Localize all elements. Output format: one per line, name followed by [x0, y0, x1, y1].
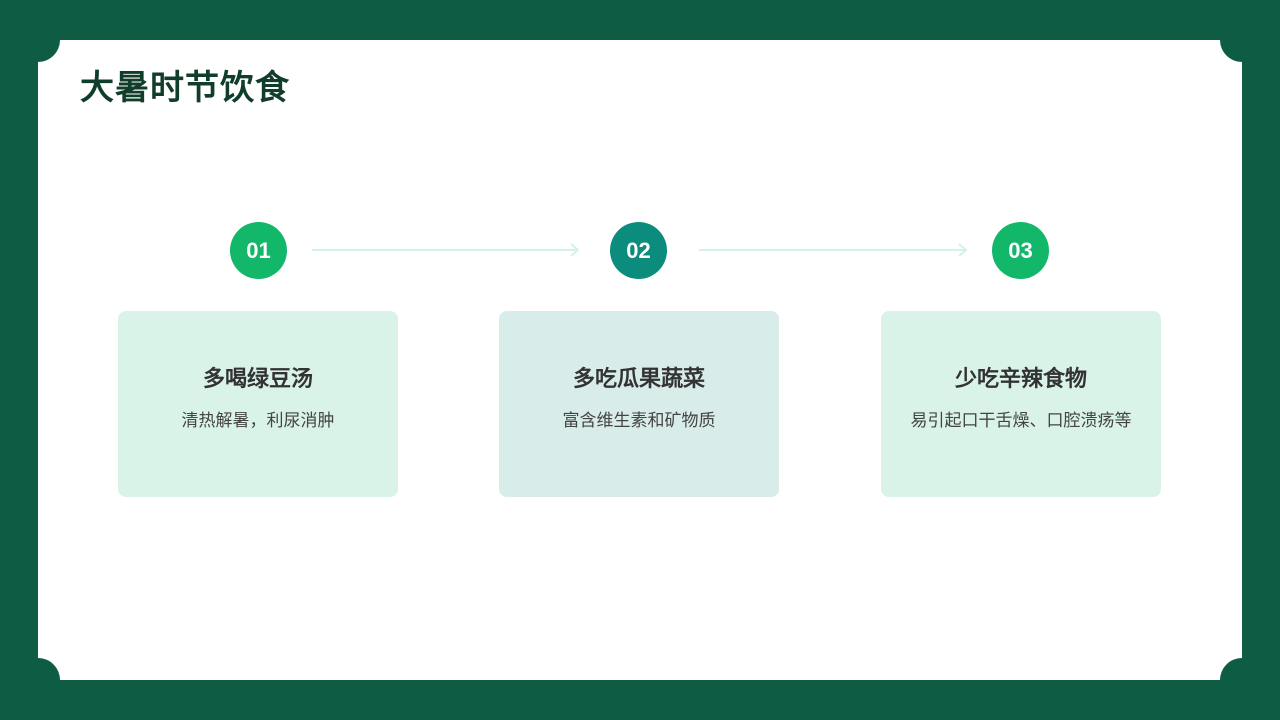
card-description: 易引起口干舌燥、口腔溃疡等	[910, 411, 1132, 431]
card-description: 富含维生素和矿物质	[562, 411, 716, 431]
corner-decoration-top-left	[16, 18, 60, 62]
step-badge-1: 01	[230, 222, 287, 279]
step-badge-2: 02	[610, 222, 667, 279]
step-badge-3: 03	[992, 222, 1049, 279]
card-title: 多喝绿豆汤	[202, 367, 313, 392]
arrow-right-icon	[312, 243, 580, 257]
tip-card-1: 多喝绿豆汤 清热解暑，利尿消肿	[118, 311, 398, 497]
corner-decoration-bottom-right	[1220, 658, 1264, 702]
page-title: 大暑时节饮食	[80, 68, 290, 108]
card-description: 清热解暑，利尿消肿	[181, 411, 335, 431]
corner-decoration-top-right	[1220, 18, 1264, 62]
card-title: 少吃辛辣食物	[954, 367, 1087, 392]
corner-decoration-bottom-left	[16, 658, 60, 702]
tip-card-2: 多吃瓜果蔬菜 富含维生素和矿物质	[499, 311, 779, 497]
tip-card-3: 少吃辛辣食物 易引起口干舌燥、口腔溃疡等	[881, 311, 1161, 497]
arrow-right-icon	[699, 243, 968, 257]
card-title: 多吃瓜果蔬菜	[572, 367, 705, 392]
